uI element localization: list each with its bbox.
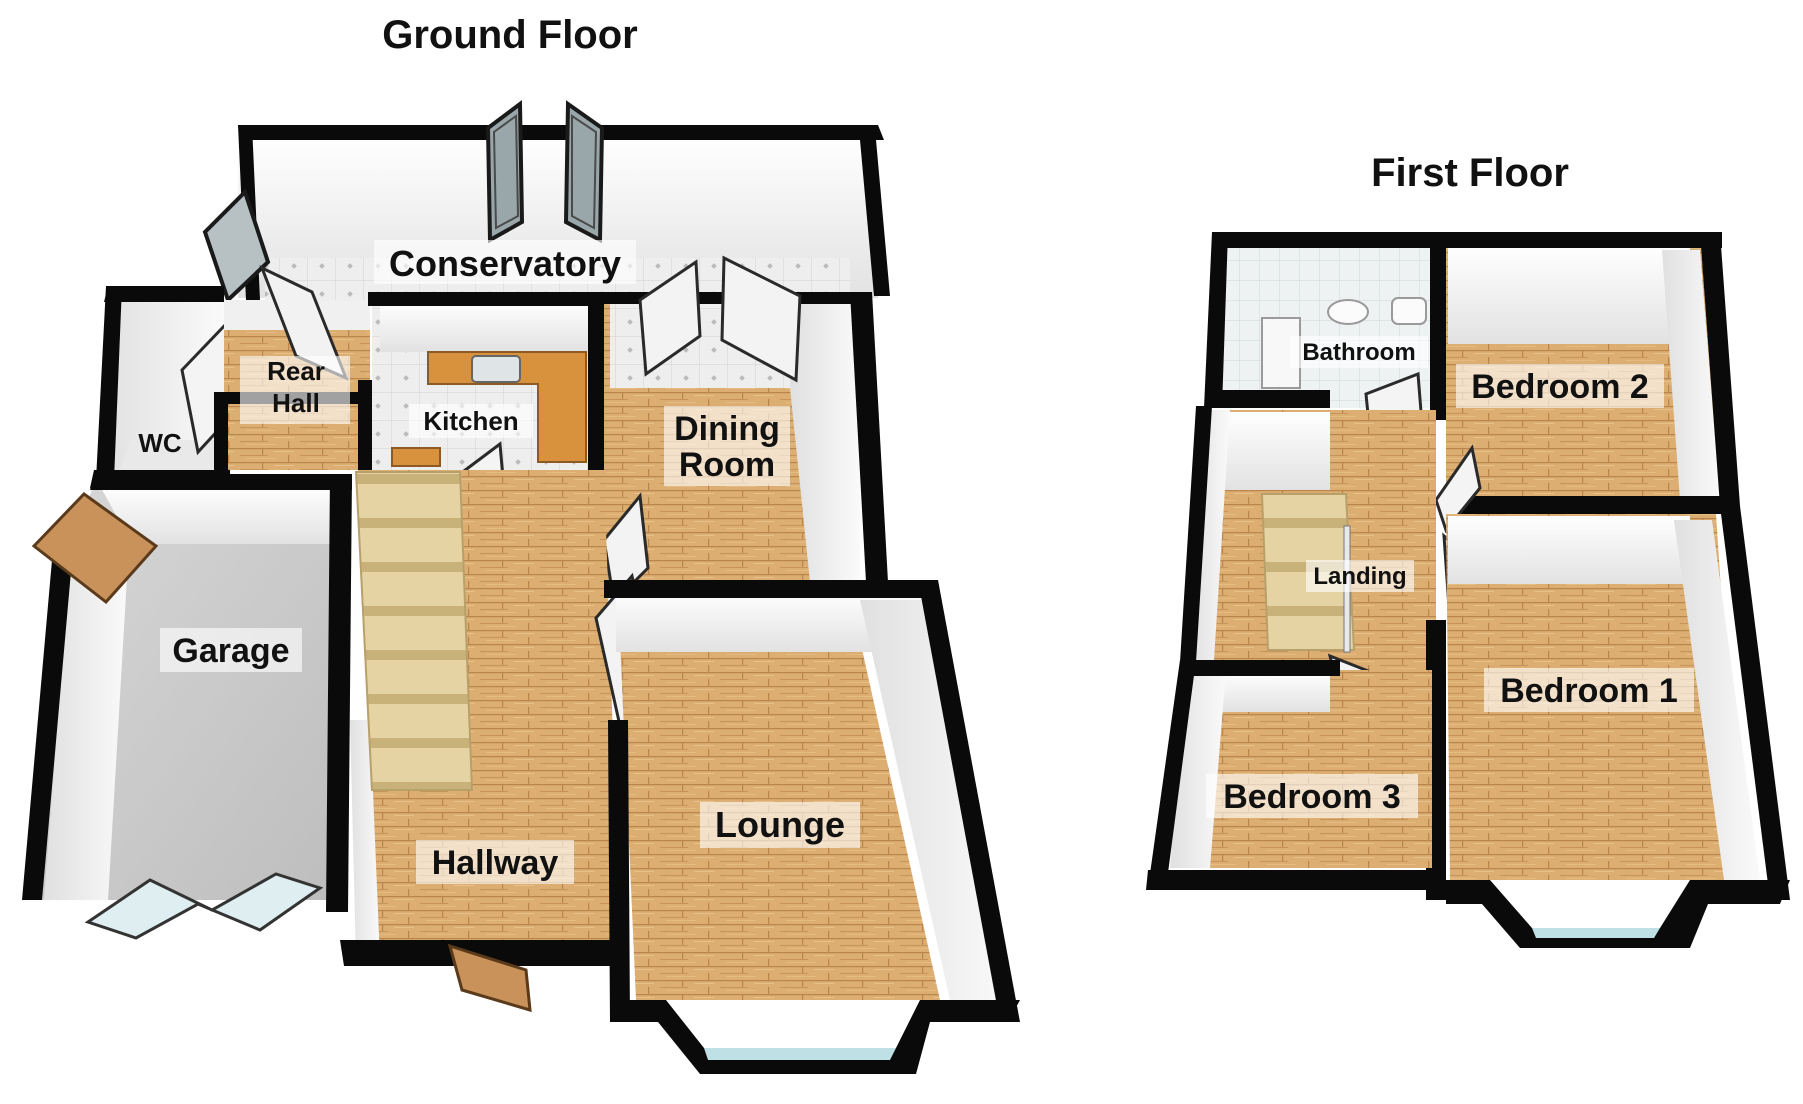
hallway-label: Hallway xyxy=(432,844,559,882)
ground-floor-plan: WC Rear Hall xyxy=(22,100,1020,1074)
dining-room-label-line1: Dining xyxy=(674,410,780,448)
lounge-room: Lounge xyxy=(604,580,1020,1074)
bathroom-room: Bathroom xyxy=(1204,232,1446,499)
bedroom-1-label: Bedroom 1 xyxy=(1500,672,1678,710)
staircase xyxy=(354,471,474,791)
bedroom-1-room: Bedroom 1 xyxy=(1426,506,1790,948)
bedroom-3-room: Bedroom 3 xyxy=(1146,660,1446,890)
bath-icon xyxy=(1261,317,1301,389)
toilet-icon xyxy=(1391,297,1427,325)
bedroom-3-label: Bedroom 3 xyxy=(1223,778,1401,816)
kitchen-label: Kitchen xyxy=(423,406,518,436)
wc-label: WC xyxy=(138,428,182,458)
landing-label: Landing xyxy=(1313,563,1406,590)
basin-icon xyxy=(1327,299,1369,325)
hallway-room: Hallway xyxy=(340,470,658,1013)
dining-room-label-line2: Room xyxy=(679,446,775,484)
bedroom-2-label: Bedroom 2 xyxy=(1471,368,1649,406)
ground-floor-title: Ground Floor xyxy=(382,13,638,57)
rear-hall-room: Rear Hall xyxy=(214,265,372,470)
lounge-label: Lounge xyxy=(715,804,845,845)
garage-room: Garage xyxy=(22,474,352,940)
bathroom-label: Bathroom xyxy=(1302,339,1415,366)
bedroom-2-room: Bedroom 2 xyxy=(1434,232,1740,534)
first-floor-title: First Floor xyxy=(1371,151,1569,195)
dining-room: Dining Room xyxy=(602,255,888,606)
conservatory-label: Conservatory xyxy=(389,243,621,284)
rear-hall-label-line1: Rear xyxy=(267,356,325,386)
sink-icon xyxy=(471,355,521,383)
rear-hall-label-line2: Hall xyxy=(272,388,320,418)
garage-label: Garage xyxy=(172,632,289,670)
first-floor-plan: Bathroom Bedroom 2 xyxy=(1146,232,1790,948)
